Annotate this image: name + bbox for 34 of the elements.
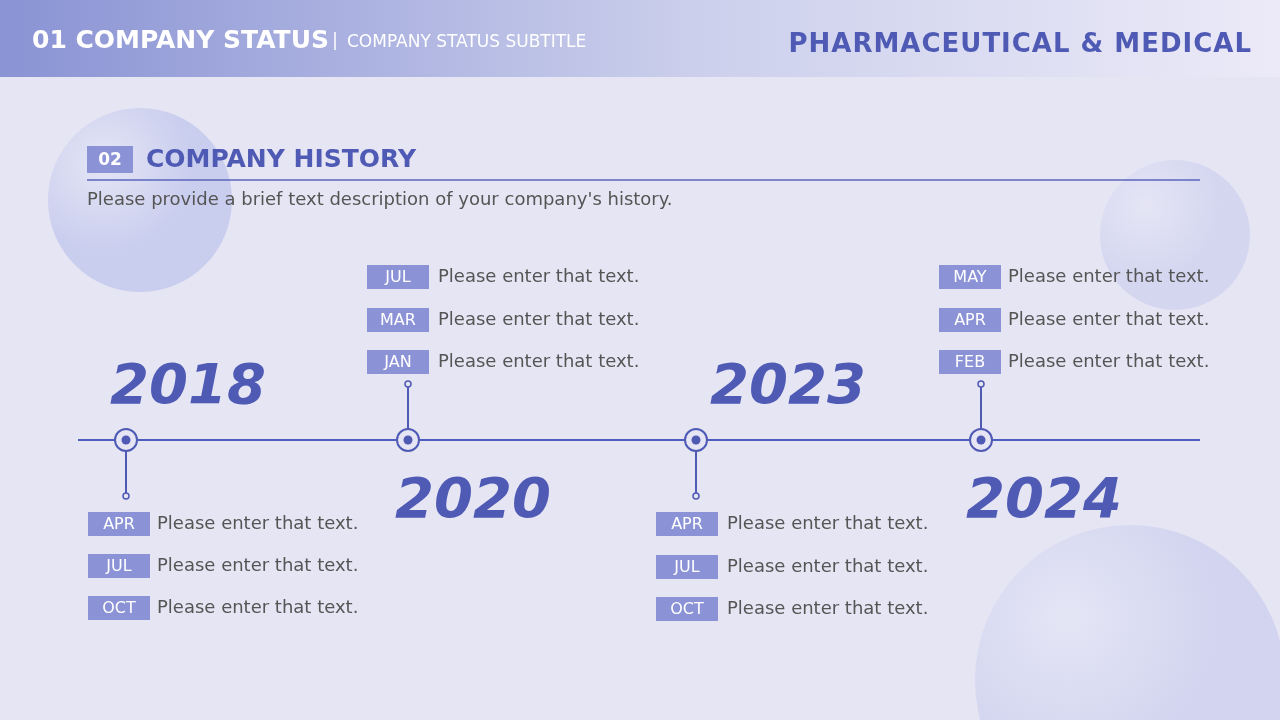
year-label: 2023 <box>710 356 866 412</box>
month-tag: JAN <box>367 350 429 374</box>
slide-title: 01 COMPANY STATUS <box>32 27 329 52</box>
month-tag: OCT <box>656 597 718 621</box>
header-label: PHARMACEUTICAL & MEDICAL <box>788 30 1252 56</box>
event-text: Please enter that text. <box>157 514 359 532</box>
section-heading: COMPANY HISTORY <box>146 146 417 171</box>
event-text: Please enter that text. <box>438 267 640 285</box>
month-tag: APR <box>939 308 1001 332</box>
event-text: Please enter that text. <box>438 310 640 328</box>
month-tag: JUL <box>656 555 718 579</box>
event-text: Please enter that text. <box>1008 310 1210 328</box>
event-text: Please enter that text. <box>727 557 929 575</box>
event-text: Please enter that text. <box>1008 352 1210 370</box>
event-text: Please enter that text. <box>157 598 359 616</box>
month-tag: APR <box>656 512 718 536</box>
month-tag: MAR <box>367 308 429 332</box>
event-text: Please enter that text. <box>727 514 929 532</box>
description-text: Please provide a brief text description of your company's history. <box>87 190 673 208</box>
section-number: 02 <box>87 146 133 173</box>
subtitle: COMPANY STATUS SUBTITLE <box>347 33 587 50</box>
month-tag: OCT <box>88 596 150 620</box>
event-text: Please enter that text. <box>438 352 640 370</box>
event-text: Please enter that text. <box>1008 267 1210 285</box>
month-tag: JUL <box>367 265 429 289</box>
year-label: 2020 <box>395 470 551 526</box>
year-label: 2024 <box>966 470 1122 526</box>
month-tag: MAY <box>939 265 1001 289</box>
year-label: 2018 <box>110 356 266 412</box>
event-text: Please enter that text. <box>727 599 929 617</box>
month-tag: JUL <box>88 554 150 578</box>
event-text: Please enter that text. <box>157 556 359 574</box>
month-tag: APR <box>88 512 150 536</box>
month-tag: FEB <box>939 350 1001 374</box>
